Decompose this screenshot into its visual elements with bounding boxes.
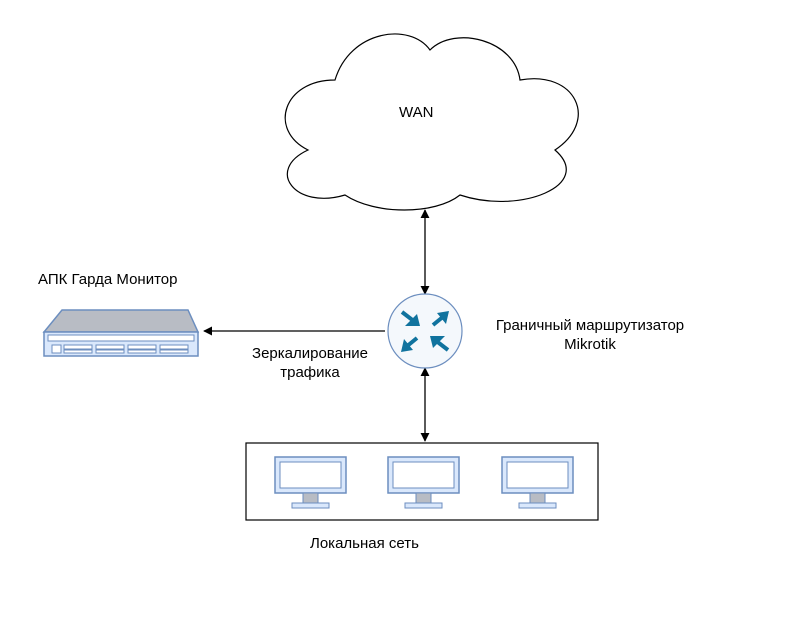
router-label-line2: Mikrotik [564, 336, 616, 353]
router-label-line1: Граничный маршрутизатор [495, 317, 685, 334]
monitor-server-label: АПК Гарда Монитор [38, 271, 178, 288]
wan-cloud [284, 33, 579, 211]
lan-label: Локальная сеть [310, 535, 419, 552]
computer-icon [274, 456, 347, 509]
wan-label: WAN [399, 104, 434, 121]
server-icon [42, 309, 200, 357]
router-icon [387, 293, 463, 369]
computer-icon [501, 456, 574, 509]
mirroring-label-line2: трафика [280, 364, 340, 381]
router-label: Граничный маршрутизатор Mikrotik [470, 316, 710, 354]
mirroring-label: Зеркалирование трафика [230, 344, 390, 382]
computer-icon [387, 456, 460, 509]
mirroring-label-line1: Зеркалирование [252, 345, 368, 362]
